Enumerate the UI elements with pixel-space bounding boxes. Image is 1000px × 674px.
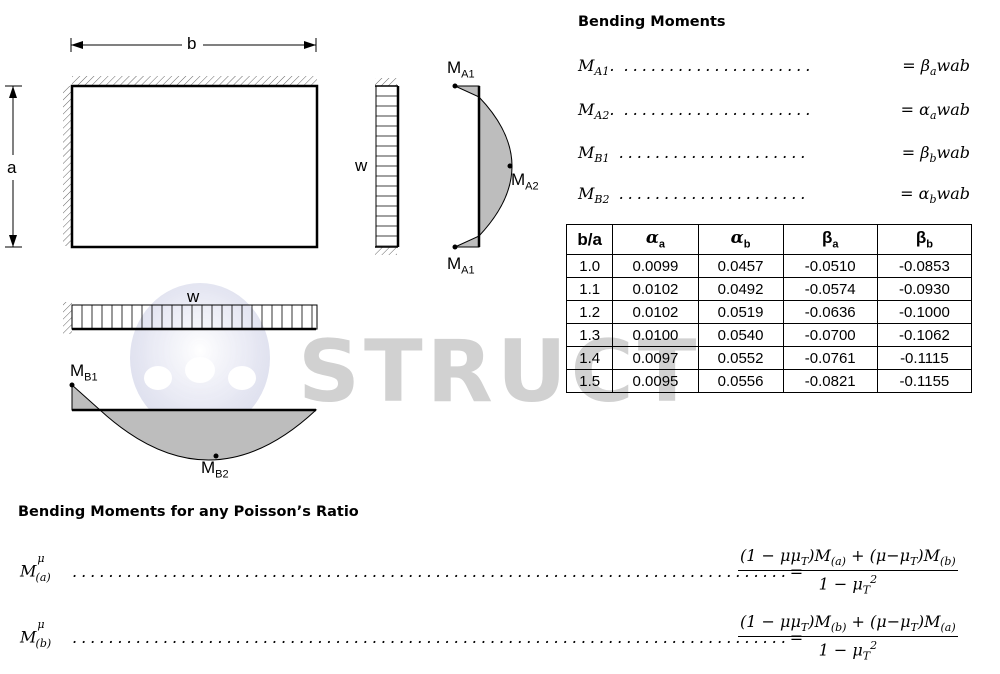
table-cell: 0.0097: [612, 346, 699, 370]
plate-rectangle: [63, 76, 319, 249]
poisson-eq-a-lhs: Mμ(a): [20, 552, 51, 584]
bending-moments-heading: Bending Moments: [578, 14, 726, 30]
moment-formula: = βawab: [902, 56, 970, 79]
table-cell: -0.0574: [782, 277, 878, 301]
table-cell: -0.0853: [876, 254, 973, 278]
poisson-eq-a: Mμ(a) ..................................…: [20, 546, 980, 598]
table-cell: -0.0636: [782, 300, 878, 324]
table-cell: -0.1155: [876, 369, 973, 393]
table-cell: -0.1062: [876, 323, 973, 347]
moment-diagram-a: [452, 83, 513, 250]
table-cell: 1.3: [565, 323, 614, 347]
label-ma1-top: MA1: [447, 58, 475, 81]
moment-formula: = βbwab: [901, 143, 970, 166]
table-cell: 0.0095: [612, 369, 699, 393]
table-cell: -0.0510: [782, 254, 878, 278]
table-cell: 1.1: [565, 277, 614, 301]
table-cell: 1.2: [565, 300, 614, 324]
table-header-cell: βb: [876, 224, 973, 255]
cross-section-load: [375, 78, 400, 255]
table-cell: -0.1115: [876, 346, 973, 370]
moment-symbol: MB2: [578, 184, 610, 207]
moment-symbol: MB1: [578, 143, 610, 166]
table-cell: 0.0457: [697, 254, 784, 278]
bending-moment-row: MA2. ..................... = αawab: [578, 100, 970, 122]
bending-moment-row: MB1 ..................... = βbwab: [578, 143, 970, 165]
table-cell: 0.0556: [697, 369, 784, 393]
label-mb2: MB2: [201, 458, 229, 481]
table-cell: 1.5: [565, 369, 614, 393]
table-cell: 0.0540: [697, 323, 784, 347]
table-cell: -0.0700: [782, 323, 878, 347]
poisson-eq-b-dots: ........................................…: [72, 628, 808, 647]
table-cell: 0.0102: [612, 277, 699, 301]
table-cell: 0.0552: [697, 346, 784, 370]
plate-diagram: [5, 38, 513, 461]
label-a: a: [7, 158, 17, 177]
table-header-cell: b/a: [565, 224, 614, 255]
table-cell: 0.0100: [612, 323, 699, 347]
moment-symbol: MA1.: [578, 56, 615, 79]
beam-load: [63, 302, 318, 334]
table-cell: -0.0930: [876, 277, 973, 301]
moment-formula: = αawab: [900, 100, 970, 123]
poisson-eq-b-fraction: (1 − μμT)M(b) + (μ−μT)M(a) 1 − μT2: [738, 612, 958, 663]
table-cell: -0.1000: [876, 300, 973, 324]
table-cell: 0.0519: [697, 300, 784, 324]
table-cell: -0.0761: [782, 346, 878, 370]
table-cell: 1.0: [565, 254, 614, 278]
table-header-cell: αa: [612, 224, 699, 255]
table-header-cell: βa: [782, 224, 878, 255]
table-cell: 0.0102: [612, 300, 699, 324]
label-w-beam: w: [187, 287, 200, 306]
bending-moment-row: MB2 ..................... = αbwab: [578, 184, 970, 206]
label-ma1-bottom: MA1: [447, 254, 475, 277]
label-w-section: w: [355, 156, 368, 175]
leader-dots: .....................: [614, 56, 815, 75]
a-dimension: [5, 85, 22, 248]
table-cell: -0.0821: [782, 369, 878, 393]
poisson-eq-a-fraction: (1 − μμT)M(a) + (μ−μT)M(b) 1 − μT2: [738, 546, 958, 597]
b-dimension: [70, 38, 317, 52]
poisson-eq-b: Mμ(b) ..................................…: [20, 612, 980, 664]
leader-dots: .....................: [609, 143, 810, 162]
moment-formula: = αbwab: [900, 184, 970, 207]
bending-moment-row: MA1. ..................... = βawab: [578, 56, 970, 78]
table-cell: 1.4: [565, 346, 614, 370]
table-header-cell: αb: [697, 224, 784, 255]
table-cell: 0.0492: [697, 277, 784, 301]
poisson-eq-b-lhs: Mμ(b): [20, 618, 52, 650]
label-ma2: MA2: [511, 170, 539, 193]
moment-symbol: MA2.: [578, 100, 615, 123]
label-mb1: MB1: [70, 361, 98, 384]
label-b: b: [187, 34, 197, 53]
poisson-eq-a-dots: ........................................…: [72, 562, 808, 581]
leader-dots: .....................: [614, 100, 815, 119]
poisson-heading: Bending Moments for any Poisson’s Ratio: [18, 504, 359, 520]
leader-dots: .....................: [609, 184, 810, 203]
moment-diagram-b: [69, 382, 318, 461]
table-cell: 0.0099: [612, 254, 699, 278]
